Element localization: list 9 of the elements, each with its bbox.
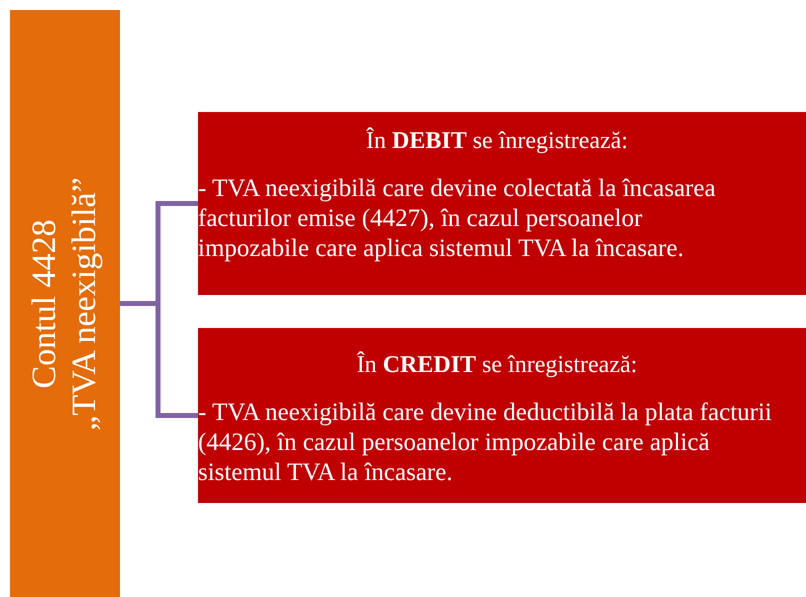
heading-text: În CREDIT se înregistrează: bbox=[356, 350, 638, 380]
body-text: - TVA neexigibilă care devine colectată la încasarea facturilor emise (4427), în cazul persoanelor impozabile care aplica sistemul TVA la încasare. bbox=[198, 174, 717, 264]
title-band bbox=[10, 10, 120, 597]
process-box bbox=[198, 112, 806, 295]
body-text: - TVA neexigibilă care devine deductibilă la plata facturii (4426), în cazul persoanelor impozabile care aplică sistemul TVA la încasare. bbox=[198, 398, 773, 488]
heading-text: În DEBIT se înregistrează: bbox=[365, 126, 629, 156]
title-text: Contul 4428 bbox=[25, 218, 64, 390]
process-box bbox=[198, 328, 806, 503]
title-text: „TVA neexigibilă” bbox=[65, 176, 104, 432]
